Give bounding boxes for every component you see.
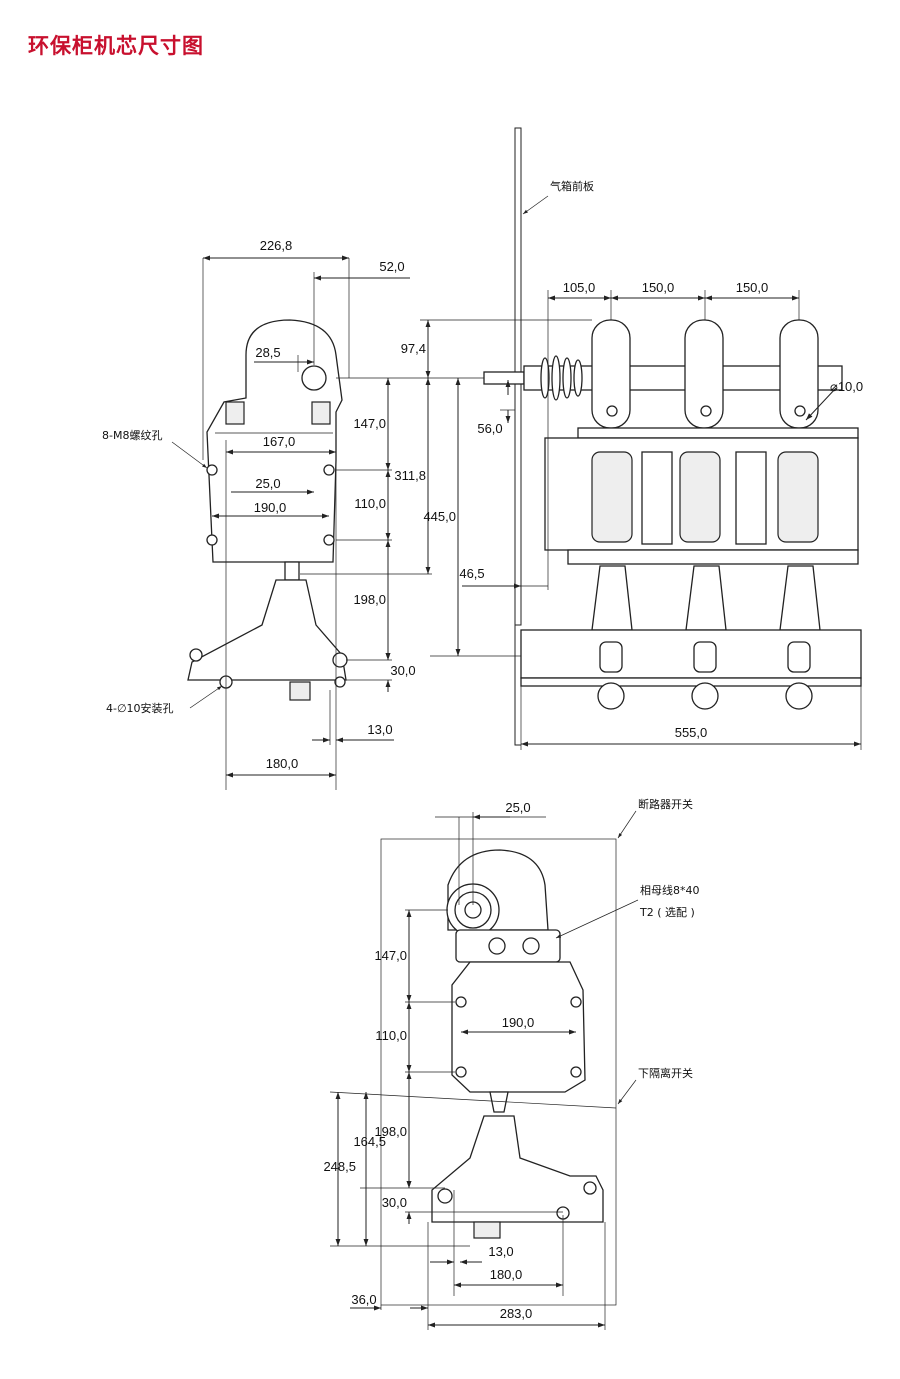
bottom-stem xyxy=(489,1091,509,1113)
front-shaft-end xyxy=(483,371,525,385)
note-gas-tank-panel: 气箱前板 xyxy=(550,179,594,193)
dim-b-248-5: 248,5 xyxy=(323,1159,356,1174)
dim-dia-10-0: ⌀10,0 xyxy=(830,379,863,394)
pole-lower-1 xyxy=(591,451,633,543)
side-hole-2 xyxy=(323,464,335,476)
side-bracket-right xyxy=(311,401,331,425)
front-lower-plate xyxy=(567,549,859,565)
dim-b-36-0: 36,0 xyxy=(351,1292,376,1307)
dim-b-13-0: 13,0 xyxy=(488,1244,513,1259)
side-lug-right xyxy=(332,652,348,668)
side-bottom-block xyxy=(289,681,311,701)
dim-150-0-a: 150,0 xyxy=(642,280,675,295)
bottom-outline-frame xyxy=(380,838,617,1306)
dim-226-8: 226,8 xyxy=(260,238,293,253)
side-stem xyxy=(284,561,300,581)
dim-56-0: 56,0 xyxy=(477,421,502,436)
bottom-lug-left xyxy=(437,1188,453,1204)
dim-28-5: 28,5 xyxy=(255,345,280,360)
dim-b-190-0: 190,0 xyxy=(502,1015,535,1030)
dim-b-25-0: 25,0 xyxy=(505,800,530,815)
side-lower-isolator xyxy=(187,579,347,681)
page-title: 环保柜机芯尺寸图 xyxy=(28,34,204,58)
side-hole-4 xyxy=(323,534,335,546)
note-mount-holes: 4-∅10安装孔 xyxy=(106,701,174,715)
dim-97-4: 97,4 xyxy=(401,341,426,356)
side-mount-hole-2 xyxy=(334,676,346,688)
bottom-hole-4 xyxy=(570,1066,582,1078)
side-hole-3 xyxy=(206,534,218,546)
pole-lower-3 xyxy=(777,451,819,543)
front-base-rail xyxy=(520,677,862,687)
front-view: 105,0 150,0 150,0 97,4 ⌀10,0 56,0 445,0 … xyxy=(401,127,863,750)
bottom-lug-right xyxy=(583,1181,597,1195)
front-terminal-1 xyxy=(597,682,625,710)
note-breaker-switch: 断路器开关 xyxy=(638,797,693,811)
front-terminal-2 xyxy=(691,682,719,710)
dim-25-0: 25,0 xyxy=(255,476,280,491)
bottom-hole-2 xyxy=(570,996,582,1008)
side-bracket-left xyxy=(225,401,245,425)
note-phase-busbar: 相母线8*40 xyxy=(640,883,700,897)
dim-b-164-5: 164,5 xyxy=(353,1134,386,1149)
front-frame-plate xyxy=(577,427,859,439)
pole-pin-3 xyxy=(794,405,806,417)
bottom-hole-3 xyxy=(455,1066,467,1078)
note-t2-optional: T2 ( 选配 ) xyxy=(639,906,695,919)
dim-555-0: 555,0 xyxy=(675,725,708,740)
dim-110-0: 110,0 xyxy=(354,496,386,511)
side-view: 226,8 52,0 28,5 147,0 167,0 25,0 190,0 1… xyxy=(102,238,520,790)
dim-b-30-0: 30,0 xyxy=(382,1195,407,1210)
bottom-base-block xyxy=(473,1221,501,1239)
bottom-busbar-block xyxy=(455,929,561,963)
side-hole-1 xyxy=(206,464,218,476)
dim-198-0: 198,0 xyxy=(353,592,386,607)
note-lower-isolator: 下隔离开关 xyxy=(638,1066,693,1080)
dim-445-0: 445,0 xyxy=(423,509,456,524)
bottom-busbar-bolt-2 xyxy=(522,937,540,955)
front-isolator-3 xyxy=(779,565,821,631)
pole-pin-2 xyxy=(700,405,712,417)
dim-30-0: 30,0 xyxy=(390,663,415,678)
dim-180-0: 180,0 xyxy=(266,756,299,771)
insulator-plate-1 xyxy=(641,451,673,545)
dim-13-0: 13,0 xyxy=(367,722,392,737)
side-shaft-circle xyxy=(301,365,327,391)
bottom-busbar-bolt-1 xyxy=(488,937,506,955)
dim-b-147-0: 147,0 xyxy=(374,948,407,963)
front-isolator-2 xyxy=(685,565,727,631)
note-m8-holes: 8-M8螺纹孔 xyxy=(102,428,162,442)
bottom-mechanism-plate xyxy=(451,961,586,1093)
insulator-plate-2 xyxy=(735,451,767,545)
dim-b-198-0: 198,0 xyxy=(374,1124,407,1139)
dim-311-8: 311,8 xyxy=(394,468,426,483)
front-bottom-contact-2 xyxy=(693,641,717,673)
front-isolator-1 xyxy=(591,565,633,631)
dim-105-0: 105,0 xyxy=(563,280,596,295)
dim-b-180-0: 180,0 xyxy=(490,1267,523,1282)
side-lug-left xyxy=(189,648,203,662)
front-bottom-contact-3 xyxy=(787,641,811,673)
dim-190-0: 190,0 xyxy=(254,500,287,515)
dim-150-0-b: 150,0 xyxy=(736,280,769,295)
pole-pin-1 xyxy=(606,405,618,417)
dim-167-0: 167,0 xyxy=(263,434,296,449)
dim-52-0: 52,0 xyxy=(379,259,404,274)
front-shaft-spring xyxy=(540,355,583,401)
dim-147-0: 147,0 xyxy=(353,416,386,431)
front-terminal-3 xyxy=(785,682,813,710)
dim-46-5: 46,5 xyxy=(459,566,484,581)
gas-tank-front-panel xyxy=(514,127,522,626)
bottom-view: 25,0 147,0 190,0 110,0 164,5 198,0 248,5… xyxy=(323,797,700,1330)
bottom-lower-isolator xyxy=(431,1115,604,1223)
dim-b-110-0: 110,0 xyxy=(375,1028,407,1043)
front-bottom-contact-1 xyxy=(599,641,623,673)
bottom-hole-1 xyxy=(455,996,467,1008)
pole-lower-2 xyxy=(679,451,721,543)
dim-b-283-0: 283,0 xyxy=(500,1306,533,1321)
